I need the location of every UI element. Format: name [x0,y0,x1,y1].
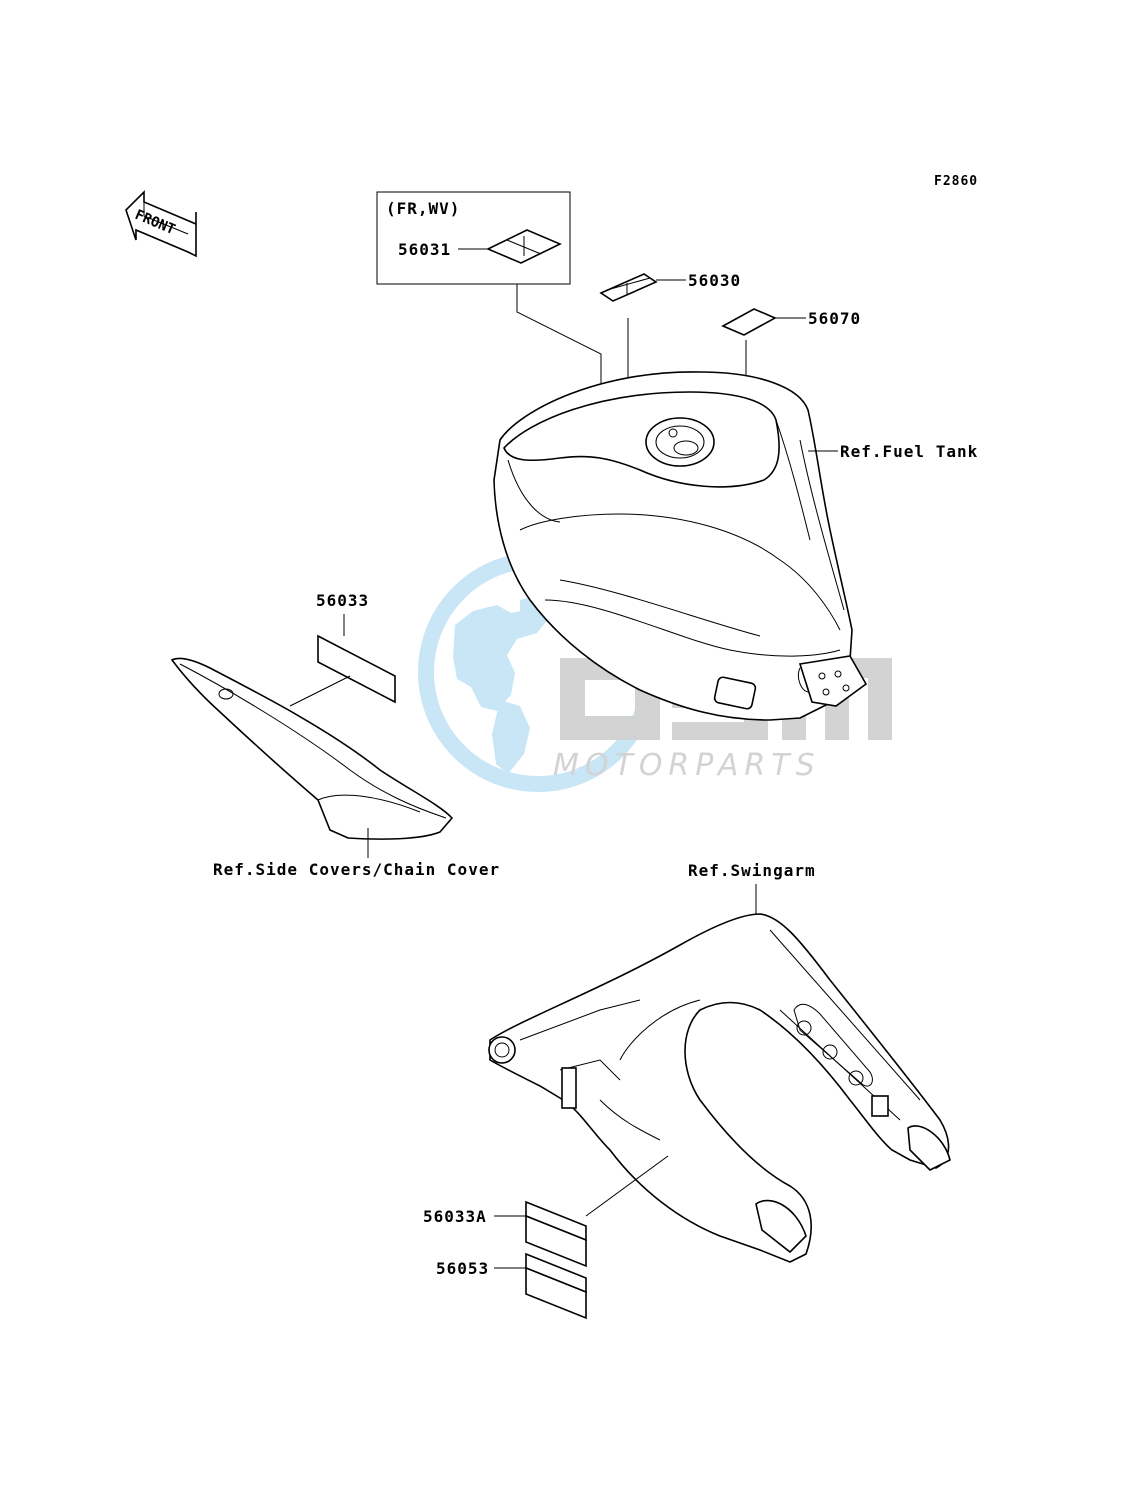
label-56033-icon [317,634,396,704]
ref-side-covers-label[interactable]: Ref.Side Covers/Chain Cover [213,860,500,879]
front-arrow-icon: FRONT [125,190,197,258]
ref-fuel-tank-label[interactable]: Ref.Fuel Tank [840,442,978,461]
part-56053-label[interactable]: 56053 [436,1259,489,1278]
part-56030-label[interactable]: 56030 [688,271,741,290]
label-56030-icon [599,273,658,302]
leader-swingarm-labels [585,1155,669,1217]
fuel-tank-illustration: Ref.Fuel Tank [493,371,978,721]
part-56031-label[interactable]: 56031 [398,240,451,259]
part-56033A-label[interactable]: 56033A [423,1207,487,1226]
part-56033-label[interactable]: 56033 [316,591,369,610]
leader-56033 [289,675,351,707]
part-56070-label[interactable]: 56070 [808,309,861,328]
region-label: (FR,WV) [386,199,460,218]
part-56053: 56053 [436,1252,587,1320]
ref-swingarm-label[interactable]: Ref.Swingarm [688,861,816,880]
part-56030: 56030 [599,271,741,414]
leader-56031 [516,284,602,402]
watermark-text: MOTORPARTS [553,748,821,783]
side-cover-illustration: Ref.Side Covers/Chain Cover [170,657,500,879]
label-56053-bottom-icon [525,1266,587,1320]
swingarm-illustration: Ref.Swingarm [488,861,951,1263]
region-box: (FR,WV) 56031 [376,191,602,402]
part-56033A: 56033A [423,1200,587,1268]
label-56070-icon [721,308,777,336]
part-56033: 56033 [289,591,396,707]
label-56033A-bottom-icon [525,1214,587,1268]
diagram-code: F2860 [934,174,978,189]
